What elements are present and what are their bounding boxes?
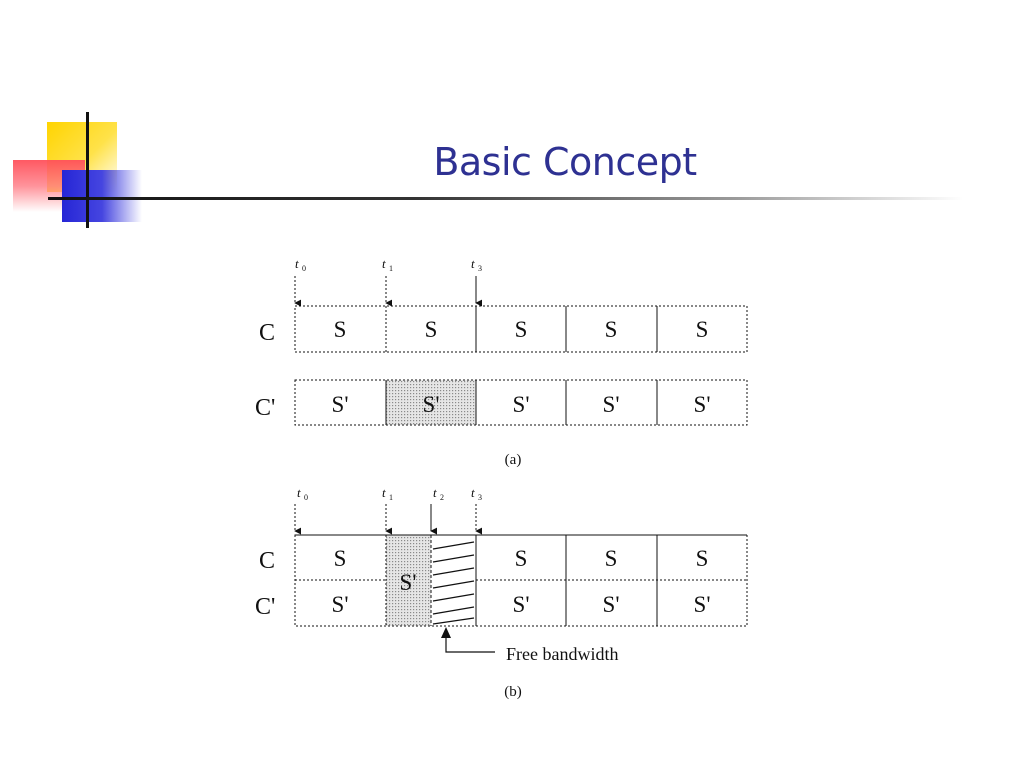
time-subscript: 1 <box>389 493 393 502</box>
merged-cell-s-prime: S' <box>400 570 417 595</box>
cell-s-prime: S' <box>332 392 349 417</box>
cell-s: S <box>605 546 618 571</box>
row-c-frame <box>294 305 748 353</box>
time-subscript: 0 <box>304 493 308 502</box>
row-label-c-prime: C' <box>255 594 275 620</box>
cell-s-prime: S' <box>603 392 620 417</box>
time-marker-t3-a: t 3 <box>471 256 483 307</box>
time-subscript: 3 <box>478 493 482 502</box>
time-label: t <box>382 485 386 500</box>
cell-s-prime: S' <box>513 592 530 617</box>
diagram-b: t 0 t 1 t 2 t 3 <box>255 485 748 700</box>
time-marker-t2-b: t 2 <box>430 485 444 535</box>
time-label: t <box>471 256 475 271</box>
free-bandwidth-callout: Free bandwidth <box>441 627 618 664</box>
cell-s-prime: S' <box>694 592 711 617</box>
time-label: t <box>471 485 475 500</box>
free-bandwidth-hatch <box>432 541 475 625</box>
cell-s: S <box>515 317 528 342</box>
caption-a: (a) <box>505 452 522 468</box>
cell-s: S <box>696 546 709 571</box>
time-marker-t1-b: t 1 <box>382 485 393 535</box>
cell-s-prime: S' <box>423 392 440 417</box>
cell-s: S <box>425 317 438 342</box>
diagram-a: t 0 t 1 t 3 C S S S S <box>255 256 748 468</box>
cell-s: S <box>334 317 347 342</box>
time-marker-t0-a: t 0 <box>294 256 306 307</box>
cell-s: S <box>605 317 618 342</box>
merged-shaded-cell <box>386 535 431 626</box>
bandwidth-diagram: t 0 t 1 t 3 C S S S S <box>255 256 748 700</box>
cell-s: S <box>334 546 347 571</box>
free-bandwidth-label: Free bandwidth <box>506 644 618 664</box>
logo-vertical-line <box>86 112 89 228</box>
time-marker-t3-b: t 3 <box>471 485 483 535</box>
time-marker-t1-a: t 1 <box>382 256 393 307</box>
time-label: t <box>297 485 301 500</box>
time-label: t <box>295 256 299 271</box>
caption-b: (b) <box>504 684 522 700</box>
time-subscript: 3 <box>478 264 482 273</box>
row-c-prime-frame <box>294 379 748 426</box>
row-label-c: C <box>259 320 275 346</box>
time-subscript: 1 <box>389 264 393 273</box>
time-marker-t0-b: t 0 <box>294 485 308 535</box>
cell-s-prime: S' <box>603 592 620 617</box>
slide-title: Basic Concept <box>433 140 697 184</box>
slide-logo-decoration <box>0 0 160 240</box>
row-label-c: C <box>259 548 275 574</box>
shaded-cell <box>386 380 476 425</box>
row-label-c-prime: C' <box>255 395 275 421</box>
title-underline <box>48 197 963 200</box>
cell-s-prime: S' <box>513 392 530 417</box>
time-label: t <box>382 256 386 271</box>
time-subscript: 2 <box>440 493 444 502</box>
cell-s: S <box>515 546 528 571</box>
blue-square <box>62 170 142 222</box>
time-label: t <box>433 485 437 500</box>
cell-s-prime: S' <box>694 392 711 417</box>
time-subscript: 0 <box>302 264 306 273</box>
cell-s-prime: S' <box>332 592 349 617</box>
cell-s: S <box>696 317 709 342</box>
